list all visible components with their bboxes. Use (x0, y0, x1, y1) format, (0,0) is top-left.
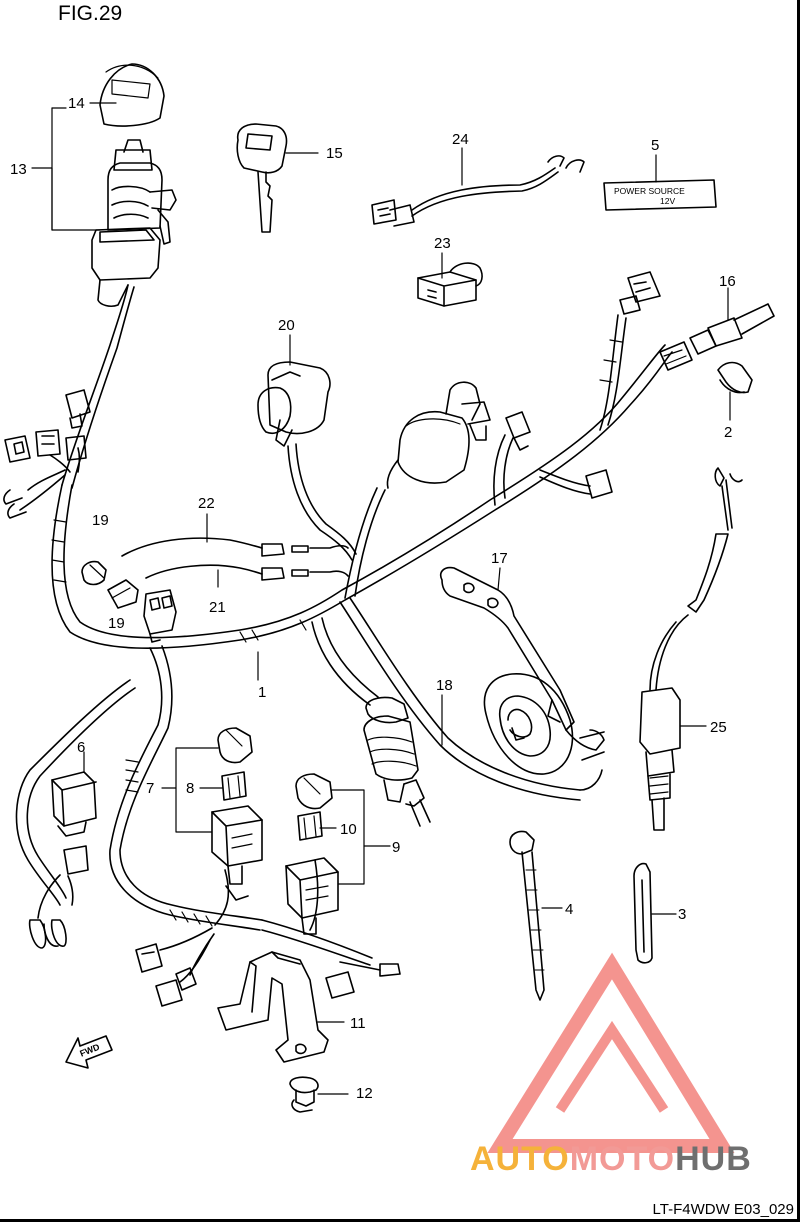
cap-part-19-upper (81, 560, 107, 586)
power-source-label-line1: POWER SOURCE (614, 186, 685, 196)
watermark-logo-icon (487, 952, 735, 1153)
ignition-switch-part-13 (91, 139, 177, 307)
wire-part-22 (121, 537, 349, 557)
frame-border-bottom (0, 1219, 800, 1222)
callout-5: 5 (651, 137, 659, 154)
callout-numbers: 1 2 3 4 5 6 7 8 9 10 11 12 13 14 15 16 1… (10, 95, 736, 1102)
watermark-text: AUTOMOTOHUB (470, 1140, 752, 1179)
bracket-part-17 (439, 566, 575, 731)
cable-tie-part-4 (509, 830, 545, 1001)
power-source-label-part-5 (603, 179, 717, 211)
frame-border-right (797, 0, 800, 1222)
callout-20: 20 (278, 317, 295, 334)
callout-7: 7 (146, 780, 154, 797)
main-wiring-harness (15, 284, 673, 966)
callout-3: 3 (678, 906, 686, 923)
bolt-part-12 (289, 1076, 319, 1113)
fuse-holder-part-9 (285, 773, 339, 935)
key-part-15 (236, 123, 288, 233)
figure-title: FIG.29 (58, 2, 123, 25)
connector-upper-right (505, 271, 661, 499)
callout-8: 8 (186, 780, 194, 797)
fwd-arrow-icon (65, 1035, 113, 1069)
clamp-band-part-3 (633, 862, 653, 964)
connector-center-left (143, 589, 177, 643)
callout-9: 9 (392, 839, 400, 856)
callout-12: 12 (356, 1085, 373, 1102)
callout-19-upper: 19 (92, 512, 109, 529)
lead-wire-part-24 (371, 155, 585, 227)
callout-14: 14 (68, 95, 85, 112)
callout-18: 18 (436, 677, 453, 694)
connectors-left-cluster (3, 389, 91, 519)
callout-2: 2 (724, 424, 732, 441)
power-source-label-line2: 12V (660, 196, 675, 206)
fuse-holder-part-7 (211, 727, 263, 901)
callout-22: 22 (198, 495, 215, 512)
fuse-part-10 (297, 811, 323, 841)
coil-lower-center (363, 696, 431, 827)
callout-15: 15 (326, 145, 343, 162)
ignition-coil-center (386, 381, 491, 489)
watermark-auto: AUTO (470, 1140, 570, 1178)
connector-part-23 (417, 262, 483, 307)
callout-10: 10 (340, 821, 357, 838)
sensor-part-25 (639, 467, 743, 831)
callout-17: 17 (491, 550, 508, 567)
connector-part-16 (659, 303, 775, 371)
callout-11: 11 (350, 1015, 366, 1032)
callout-19-lower: 19 (108, 615, 125, 632)
horn-part-18 (483, 673, 605, 791)
figure-code: LT-F4WDW E03_029 (652, 1201, 794, 1218)
fuse-part-8 (221, 771, 247, 801)
callout-21: 21 (209, 599, 226, 616)
wire-part-21 (145, 564, 349, 581)
callout-1: 1 (258, 684, 266, 701)
watermark-moto: MOTO (569, 1140, 676, 1178)
watermark-hub: HUB (675, 1140, 752, 1178)
ignition-cap-part-14 (99, 63, 165, 127)
cap-part-19-lower (107, 579, 139, 609)
clamp-part-2 (717, 361, 753, 394)
handlebar-switch-part-20 (257, 361, 357, 561)
callout-23: 23 (434, 235, 451, 252)
callout-13: 13 (10, 161, 27, 178)
connectors-bottom-left (135, 927, 401, 1007)
callout-leader-lines (31, 102, 731, 1095)
callout-16: 16 (719, 273, 736, 290)
callout-6: 6 (77, 739, 85, 756)
callout-25: 25 (710, 719, 727, 736)
power-source-label-text: POWER SOURCE 12V (614, 186, 685, 206)
callout-4: 4 (565, 901, 573, 918)
bracket-part-11 (217, 951, 329, 1063)
relay-part-6 (28, 771, 97, 949)
callout-24: 24 (452, 131, 469, 148)
